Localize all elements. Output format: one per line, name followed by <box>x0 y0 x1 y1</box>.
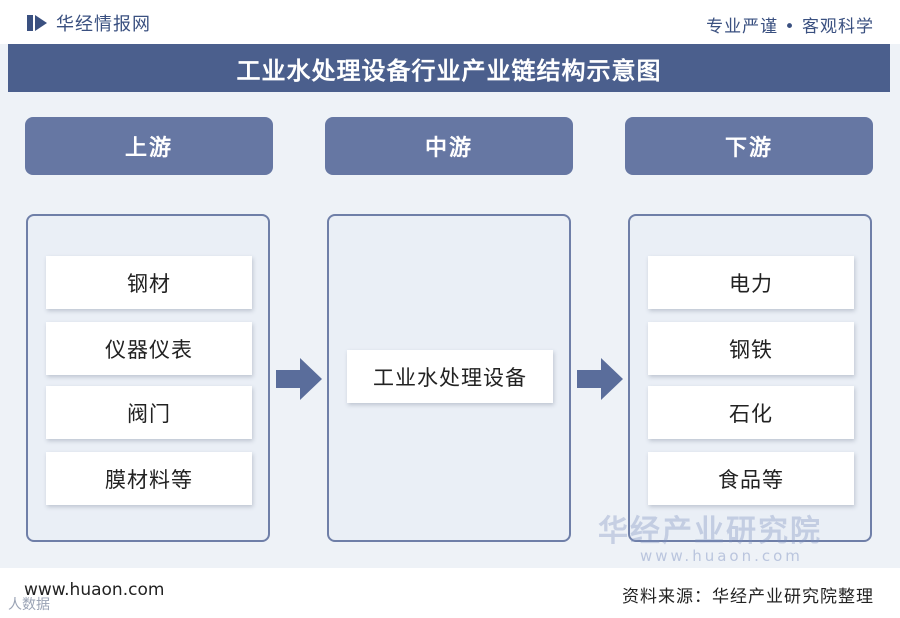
corner-watermark: 人数据 <box>8 597 50 613</box>
diagram-title: 工业水处理设备行业产业链结构示意图 <box>8 44 890 92</box>
stage-box-downstream: 电力 钢铁 石化 食品等 <box>628 214 872 542</box>
downstream-item: 石化 <box>648 386 854 439</box>
downstream-item: 钢铁 <box>648 322 854 375</box>
brand-name: 华经情报网 <box>56 14 151 35</box>
upstream-item: 阀门 <box>46 386 252 439</box>
website-link: www.huaon.com <box>24 580 165 600</box>
midstream-item: 工业水处理设备 <box>347 350 553 403</box>
arrow-right-icon <box>577 358 623 400</box>
top-bar: 华经情报网 专业严谨 • 客观科学 <box>0 0 900 44</box>
stage-box-midstream: 工业水处理设备 <box>327 214 571 542</box>
stage-header-downstream: 下游 <box>625 117 873 175</box>
upstream-item: 膜材料等 <box>46 452 252 505</box>
brand: 华经情报网 <box>26 10 151 36</box>
stage-header-upstream: 上游 <box>25 117 273 175</box>
arrow-right-icon <box>276 358 322 400</box>
upstream-item: 钢材 <box>46 256 252 309</box>
stage-box-upstream: 钢材 仪器仪表 阀门 膜材料等 <box>26 214 270 542</box>
watermark-name: 华经产业研究院 <box>598 514 822 549</box>
watermark-url: www.huaon.com <box>640 547 803 565</box>
brand-logo-icon <box>27 15 47 31</box>
source-note: 资料来源：华经产业研究院整理 <box>622 587 874 607</box>
downstream-item: 电力 <box>648 256 854 309</box>
slogan: 专业严谨 • 客观科学 <box>706 17 874 37</box>
stage-header-midstream: 中游 <box>325 117 573 175</box>
upstream-item: 仪器仪表 <box>46 322 252 375</box>
bottom-bar <box>0 568 900 618</box>
downstream-item: 食品等 <box>648 452 854 505</box>
